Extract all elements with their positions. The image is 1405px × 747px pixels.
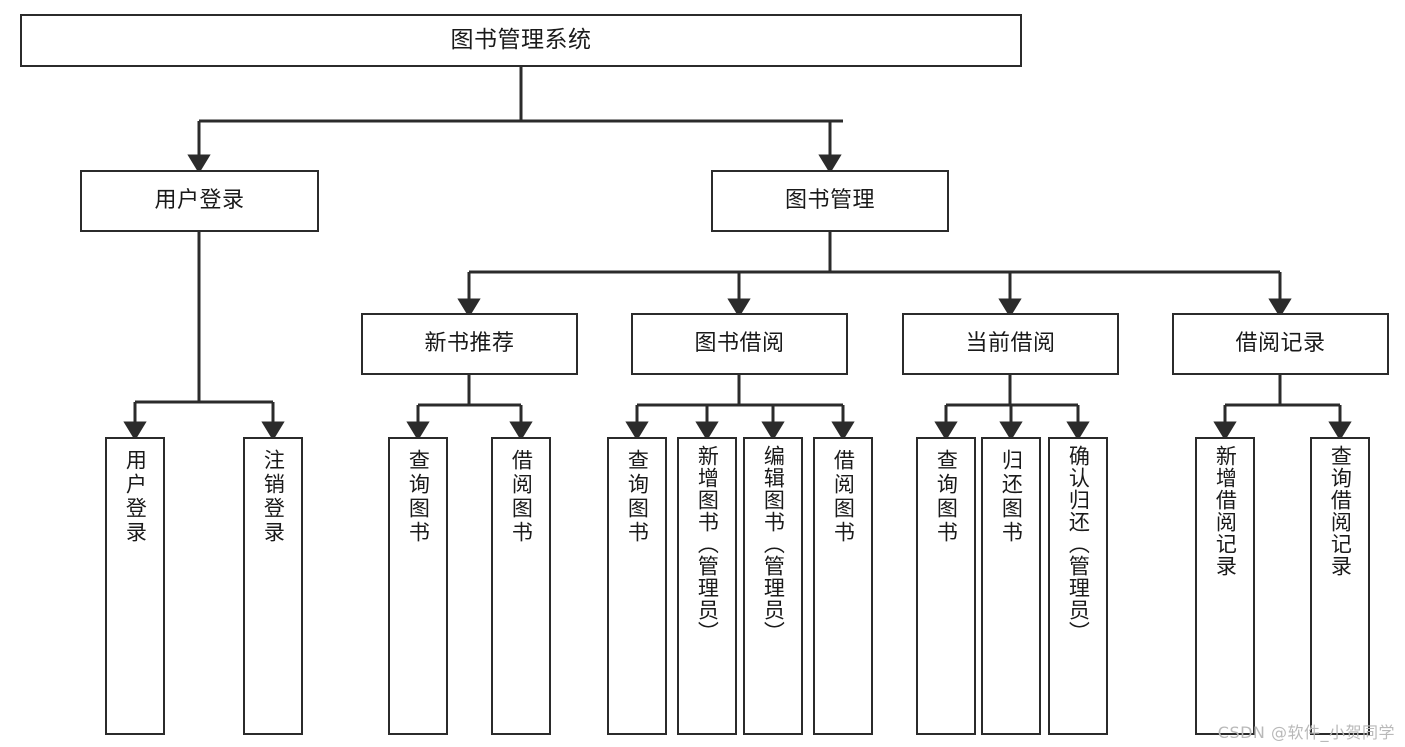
node-root-system[interactable]: 图书管理系统 <box>20 14 1022 67</box>
connector-currentborrow-to-leaves <box>934 375 1090 441</box>
node-label: 编辑图书（管理员） <box>761 445 786 643</box>
node-leaf-query-book-borrow[interactable]: 查询图书 <box>607 437 667 735</box>
connector-newbook-to-leaves <box>406 375 533 441</box>
connector-bookborrow-to-leaves <box>625 375 855 441</box>
node-label: 图书管理 <box>784 188 875 213</box>
node-book-management[interactable]: 图书管理 <box>711 170 949 232</box>
node-label: 图书管理系统 <box>450 27 592 53</box>
node-label: 查询借阅记录 <box>1328 445 1353 577</box>
node-leaf-query-borrow-record[interactable]: 查询借阅记录 <box>1310 437 1370 735</box>
connector-root-to-level1 <box>187 67 843 174</box>
node-book-borrow[interactable]: 图书借阅 <box>631 313 848 375</box>
node-leaf-add-borrow-record[interactable]: 新增借阅记录 <box>1195 437 1255 735</box>
node-leaf-confirm-return-admin[interactable]: 确认归还（管理员） <box>1048 437 1108 735</box>
node-new-book-recommend[interactable]: 新书推荐 <box>361 313 578 375</box>
node-leaf-query-book-current[interactable]: 查询图书 <box>916 437 976 735</box>
node-leaf-return-book[interactable]: 归还图书 <box>981 437 1041 735</box>
connector-borrowrecord-to-leaves <box>1213 375 1352 441</box>
node-leaf-borrow-book-recommend[interactable]: 借阅图书 <box>491 437 551 735</box>
node-label: 新增图书（管理员） <box>695 445 720 643</box>
node-label: 借阅记录 <box>1235 331 1326 356</box>
node-label: 归还图书 <box>999 449 1024 545</box>
node-label: 注销登录 <box>261 449 286 545</box>
node-label: 借阅图书 <box>509 449 534 545</box>
node-leaf-query-book-recommend[interactable]: 查询图书 <box>388 437 448 735</box>
node-user-login[interactable]: 用户登录 <box>80 170 319 232</box>
node-label: 查询图书 <box>934 449 959 545</box>
node-label: 用户登录 <box>154 188 245 213</box>
node-label: 当前借阅 <box>965 331 1056 356</box>
node-label: 确认归还（管理员） <box>1066 445 1091 643</box>
node-label: 新增借阅记录 <box>1213 445 1238 577</box>
node-leaf-user-login[interactable]: 用户登录 <box>105 437 165 735</box>
connector-userlogin-to-leaves <box>123 232 285 441</box>
connector-bookmgmt-to-level2 <box>457 232 1292 318</box>
node-label: 查询图书 <box>406 449 431 545</box>
node-label: 用户登录 <box>123 449 148 545</box>
node-leaf-add-book-admin[interactable]: 新增图书（管理员） <box>677 437 737 735</box>
node-label: 新书推荐 <box>424 331 515 356</box>
node-label: 借阅图书 <box>831 449 856 545</box>
node-label: 图书借阅 <box>694 331 785 356</box>
node-borrow-record[interactable]: 借阅记录 <box>1172 313 1389 375</box>
node-leaf-borrow-book[interactable]: 借阅图书 <box>813 437 873 735</box>
node-current-borrow[interactable]: 当前借阅 <box>902 313 1119 375</box>
node-label: 查询图书 <box>625 449 650 545</box>
watermark: CSDN @软件_小贺同学 <box>1217 723 1395 742</box>
node-leaf-edit-book-admin[interactable]: 编辑图书（管理员） <box>743 437 803 735</box>
node-leaf-logout[interactable]: 注销登录 <box>243 437 303 735</box>
